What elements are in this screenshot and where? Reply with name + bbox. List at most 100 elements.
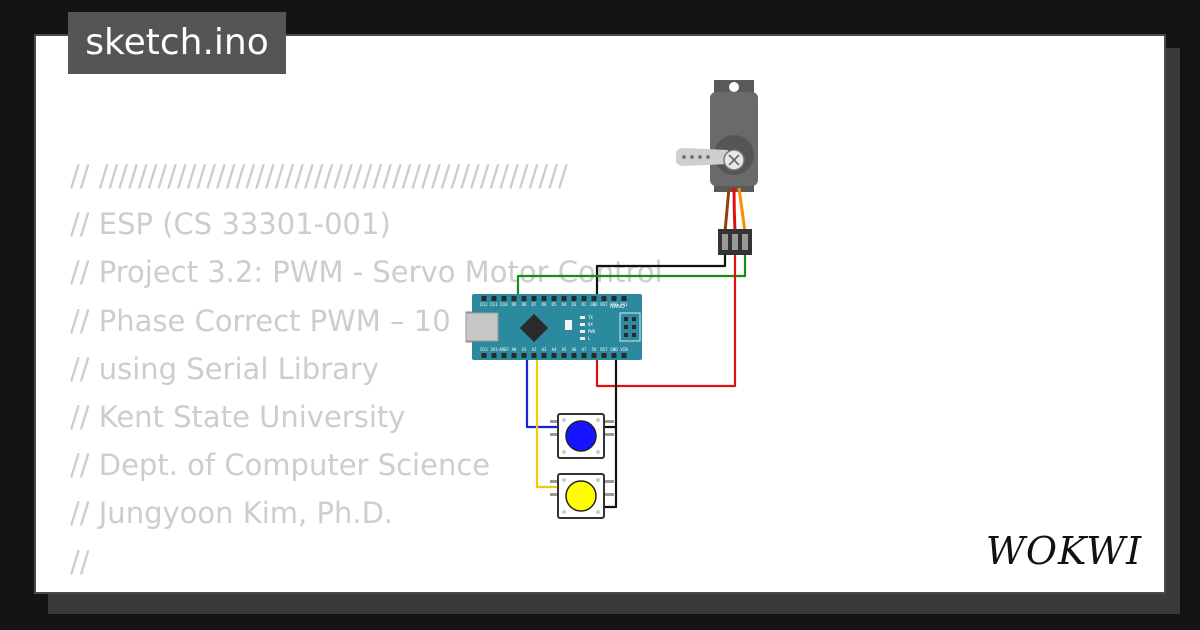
pushbutton-yellow[interactable] [550, 473, 614, 519]
servo-connector-pin [732, 234, 738, 250]
pin-bottom [601, 353, 607, 358]
wokwi-logo: WOKWI [986, 529, 1142, 573]
wire-servo-gnd [595, 254, 727, 300]
wire-blue-button [525, 354, 562, 429]
icsp-pin [632, 325, 636, 329]
pin-top [581, 296, 587, 301]
button-corner [596, 478, 600, 482]
icsp-pin [632, 317, 636, 321]
pin-label: D5 [552, 302, 557, 307]
led-label: RX [588, 322, 593, 327]
button-leg [604, 420, 614, 423]
mcu-chip [519, 313, 549, 343]
code-preview: // /////////////////////////////////////… [70, 152, 663, 592]
pin-bottom [561, 353, 567, 358]
code-line: // ESP (CS 33301-001) [70, 207, 391, 242]
pin-label: D13 [480, 347, 488, 352]
button-corner [596, 450, 600, 454]
led-label: L [588, 336, 591, 341]
file-tab[interactable]: sketch.ino [68, 12, 286, 74]
pin-label: RST [600, 302, 608, 307]
pin-label: A0 [512, 347, 517, 352]
pin-top [511, 296, 517, 301]
wires [516, 254, 747, 509]
pin-bottom [491, 353, 497, 358]
led-rx [580, 323, 585, 326]
pin-top [551, 296, 557, 301]
pin-label: D2 [582, 302, 587, 307]
code-line: // /////////////////////////////////////… [70, 159, 568, 193]
pin-label: A5 [562, 347, 567, 352]
pin-bottom [581, 353, 587, 358]
wire-servo-signal [516, 254, 747, 300]
icsp-pin [624, 333, 628, 337]
button-leg [550, 420, 560, 423]
servo-horn-hole [706, 155, 710, 159]
servo-connector-pin [742, 234, 748, 250]
icsp-pin [624, 317, 628, 321]
servo-motor[interactable] [676, 80, 758, 255]
button-corner [596, 510, 600, 514]
led-l [580, 337, 585, 340]
reset-button [565, 320, 572, 330]
button-leg [550, 433, 560, 436]
wire-button-gnd [604, 354, 618, 509]
pin-bottom [531, 353, 537, 358]
icsp-header [619, 312, 641, 342]
pin-label: D7 [532, 302, 537, 307]
servo-cable-brown [723, 187, 731, 233]
button-leg [604, 433, 614, 436]
pin-label: D12 [480, 302, 488, 307]
button-corner [562, 450, 566, 454]
led-label: PWR [588, 329, 596, 334]
code-line: // Project 3.2: PWM - Servo Motor Contro… [70, 255, 663, 290]
button-leg [550, 480, 560, 483]
code-line: // [70, 544, 90, 579]
pin-label: D10 [500, 302, 508, 307]
pin-bottom [481, 353, 487, 358]
button-cap-blue [565, 420, 597, 452]
pin-top [601, 296, 607, 301]
pin-label: RX0 [610, 302, 618, 307]
code-line: // Jungyoon Kim, Ph.D. [70, 496, 394, 531]
pushbutton-blue[interactable] [550, 413, 614, 459]
servo-cable-orange [737, 187, 747, 233]
pin-bottom [551, 353, 557, 358]
button-corner [562, 418, 566, 422]
pin-top [541, 296, 547, 301]
pin-label: AREF [499, 347, 509, 352]
servo-connector-pin [722, 234, 728, 250]
pin-bottom [591, 353, 597, 358]
wire-yellow-button [535, 354, 562, 489]
servo-screw-top [729, 82, 739, 92]
servo-cable-red [732, 187, 737, 233]
pin-label: GND [590, 302, 598, 307]
pin-label: A7 [582, 347, 587, 352]
svg-text:WOKWI: WOKWI [986, 529, 1142, 573]
pin-bottom [541, 353, 547, 358]
pin-label: A2 [532, 347, 537, 352]
pin-top [521, 296, 527, 301]
pin-top [531, 296, 537, 301]
servo-horn-hole [698, 155, 702, 159]
led-pwr [580, 330, 585, 333]
pin-bottom [511, 353, 517, 358]
usb-port-front [465, 312, 499, 342]
code-line: // Dept. of Computer Science [70, 448, 491, 483]
code-line: // Phase Correct PWM – 10 [70, 303, 451, 338]
icsp-pin [624, 325, 628, 329]
pin-label: A1 [522, 347, 527, 352]
pin-label: A3 [542, 347, 547, 352]
pin-header-top [481, 296, 627, 301]
pin-label: RST [600, 347, 608, 352]
pin-top [621, 296, 627, 301]
pin-bottom [571, 353, 577, 358]
pin-label: D9 [512, 302, 517, 307]
pin-label: GND [610, 347, 618, 352]
pin-top [611, 296, 617, 301]
